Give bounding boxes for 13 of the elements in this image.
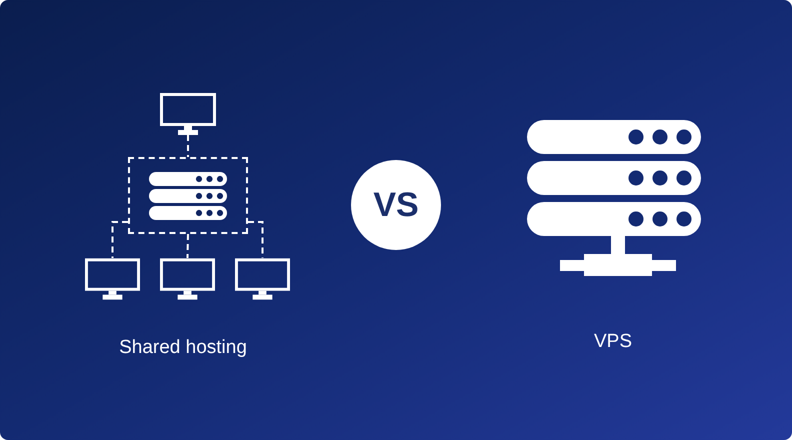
dashed-connector bbox=[112, 221, 128, 258]
vs-text: VS bbox=[373, 188, 419, 222]
dashed-connector bbox=[248, 221, 264, 258]
caption-text: VPS bbox=[592, 330, 634, 354]
dashed-connector bbox=[186, 234, 189, 258]
monitor-icon bbox=[160, 93, 216, 135]
monitor-icon bbox=[160, 258, 215, 300]
dashed-connector bbox=[187, 135, 189, 157]
caption-text: Shared hosting bbox=[118, 336, 248, 360]
monitor-icon bbox=[235, 258, 290, 300]
dashed-group-box bbox=[128, 157, 248, 234]
monitor-icon bbox=[85, 258, 140, 300]
server-icon bbox=[149, 172, 227, 220]
